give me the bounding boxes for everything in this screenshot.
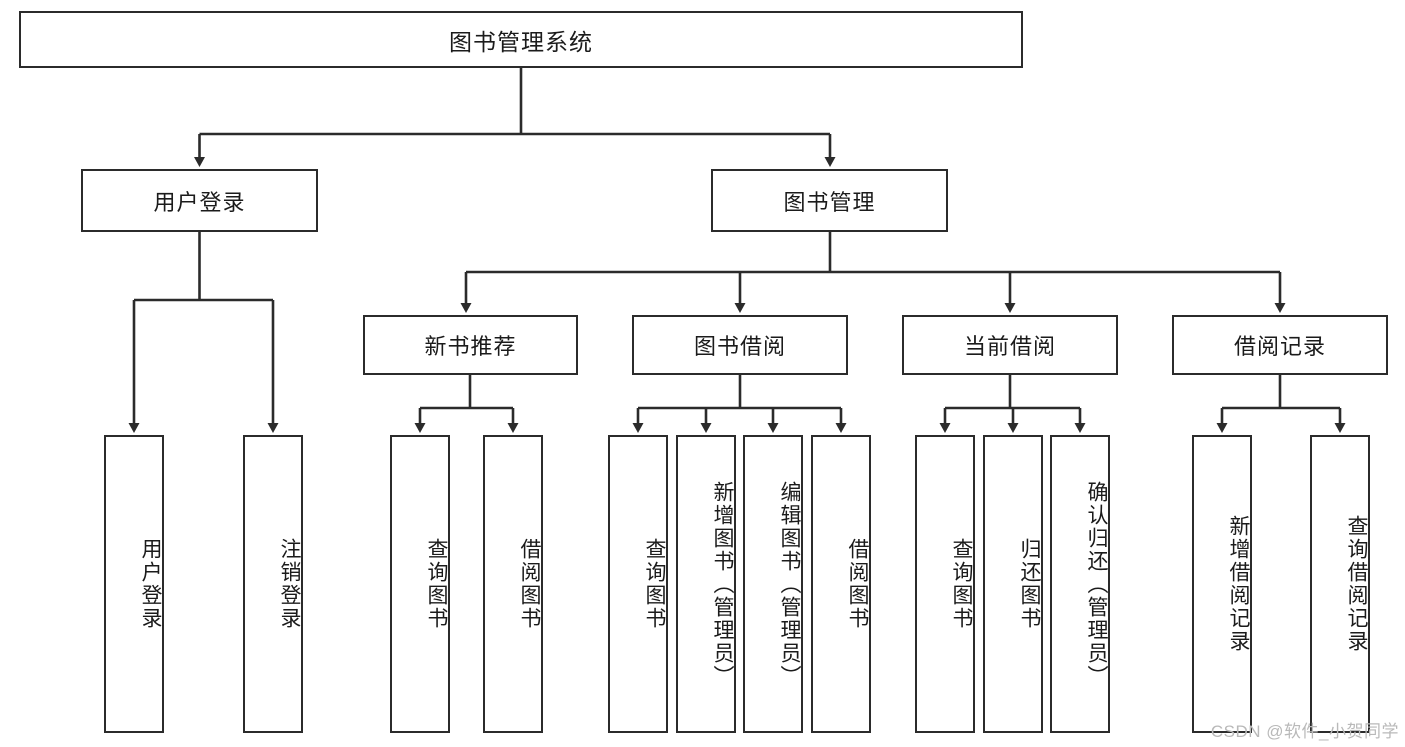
- node-leaf-7[interactable]: 借阅图书: [811, 435, 871, 733]
- node-level2-0[interactable]: 用户登录: [81, 169, 318, 232]
- node-label: 确认归还（管理员）: [1085, 480, 1108, 688]
- node-label: 新书推荐: [424, 334, 517, 359]
- node-label: 新增图书（管理员）: [711, 480, 734, 688]
- csdn-watermark: CSDN @软件_小贺同学: [1210, 722, 1399, 741]
- node-label: 图书管理系统: [449, 28, 593, 55]
- node-leaf-12[interactable]: 查询借阅记录: [1310, 435, 1370, 733]
- node-level3-0[interactable]: 新书推荐: [363, 315, 578, 375]
- node-label: 查询图书: [425, 538, 448, 630]
- node-label: 用户登录: [153, 189, 246, 215]
- node-label: 编辑图书（管理员）: [778, 480, 801, 688]
- node-leaf-9[interactable]: 归还图书: [983, 435, 1043, 733]
- node-leaf-5[interactable]: 新增图书（管理员）: [676, 435, 736, 733]
- node-leaf-4[interactable]: 查询图书: [608, 435, 668, 733]
- node-level3-1[interactable]: 图书借阅: [632, 315, 848, 375]
- node-leaf-3[interactable]: 借阅图书: [483, 435, 543, 733]
- node-label: 查询图书: [950, 538, 973, 630]
- node-label: 借阅记录: [1233, 334, 1326, 359]
- node-label: 注销登录: [278, 538, 301, 630]
- node-label: 用户登录: [139, 538, 162, 630]
- node-leaf-2[interactable]: 查询图书: [390, 435, 450, 733]
- node-leaf-0[interactable]: 用户登录: [104, 435, 164, 733]
- node-label: 新增借阅记录: [1227, 515, 1250, 653]
- node-level2-1[interactable]: 图书管理: [711, 169, 948, 232]
- node-label: 借阅图书: [518, 538, 541, 630]
- node-label: 借阅图书: [846, 538, 869, 630]
- node-label: 查询借阅记录: [1345, 515, 1368, 653]
- node-root[interactable]: 图书管理系统: [19, 11, 1023, 68]
- node-label: 查询图书: [643, 538, 666, 630]
- node-level3-2[interactable]: 当前借阅: [902, 315, 1118, 375]
- node-label: 当前借阅: [963, 334, 1056, 359]
- node-level3-3[interactable]: 借阅记录: [1172, 315, 1388, 375]
- node-label: 归还图书: [1018, 538, 1041, 630]
- node-leaf-11[interactable]: 新增借阅记录: [1192, 435, 1252, 733]
- node-leaf-8[interactable]: 查询图书: [915, 435, 975, 733]
- node-leaf-10[interactable]: 确认归还（管理员）: [1050, 435, 1110, 733]
- node-leaf-1[interactable]: 注销登录: [243, 435, 303, 733]
- node-label: 图书借阅: [693, 334, 786, 359]
- node-leaf-6[interactable]: 编辑图书（管理员）: [743, 435, 803, 733]
- node-label: 图书管理: [783, 189, 876, 215]
